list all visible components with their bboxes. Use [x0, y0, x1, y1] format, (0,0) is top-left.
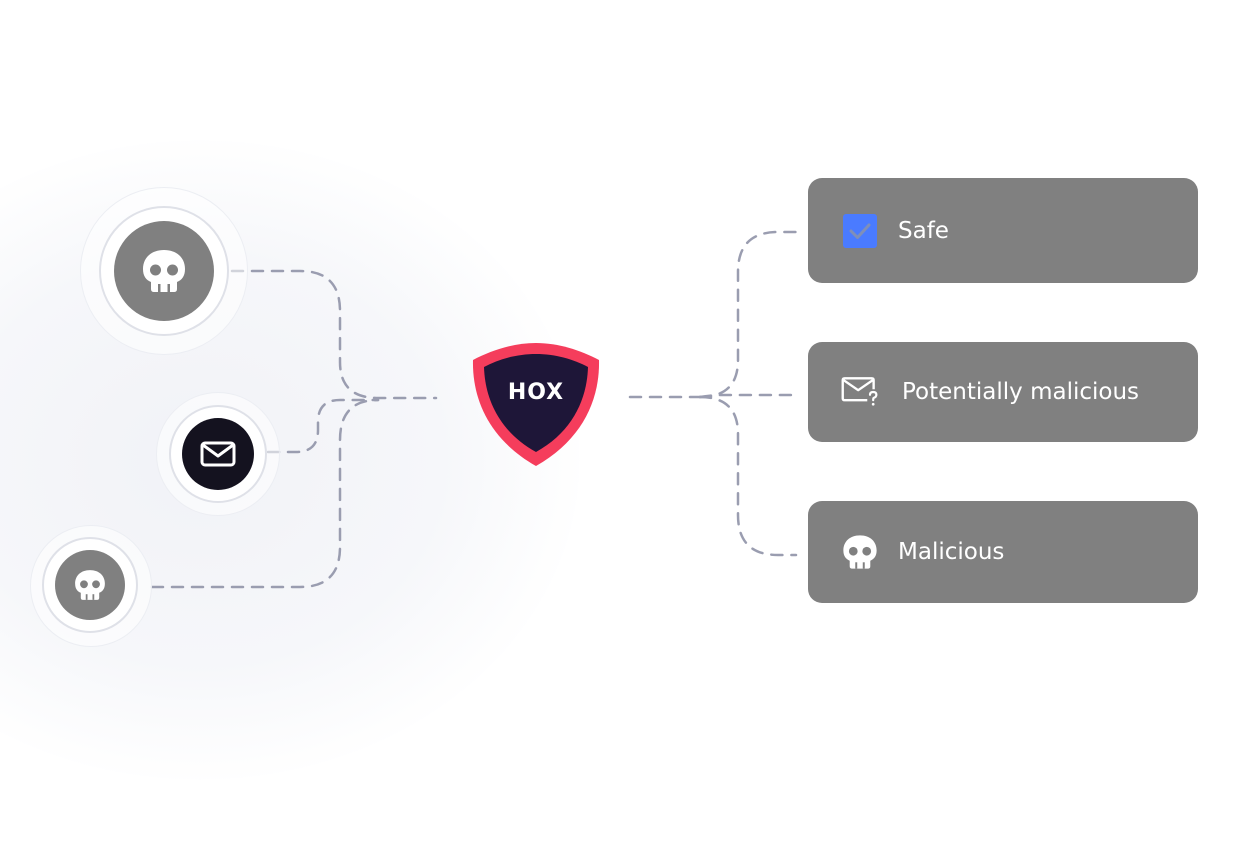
skull-icon: [75, 570, 105, 600]
connector-input-3: [150, 398, 380, 589]
result-label-potentially-malicious: Potentially malicious: [902, 379, 1140, 405]
result-label-safe: Safe: [898, 217, 949, 244]
connector-output-safe: [698, 230, 798, 399]
result-card-malicious: Malicious: [808, 501, 1198, 603]
result-card-safe: Safe: [808, 178, 1198, 283]
skull-icon: [143, 250, 185, 292]
hox-shield-logo: HOX: [470, 340, 602, 468]
input-node-threat-2: [30, 525, 152, 647]
result-card-potentially-malicious: Potentially malicious: [808, 342, 1198, 442]
connector-input-1: [230, 269, 438, 400]
input-node-email: [156, 392, 280, 516]
connector-output-malicious: [698, 395, 798, 557]
shield-icon: [472, 343, 600, 466]
envelope-icon: [200, 441, 236, 467]
mail-question-icon: [840, 372, 880, 412]
skull-icon: [840, 532, 880, 572]
brand-label: HOX: [507, 380, 565, 405]
result-label-malicious: Malicious: [898, 539, 1005, 565]
checkbox-checked-icon: [840, 211, 880, 251]
input-node-threat-1: [80, 187, 248, 355]
connector-output-potential: [698, 393, 798, 399]
connector-input-2: [266, 398, 380, 454]
